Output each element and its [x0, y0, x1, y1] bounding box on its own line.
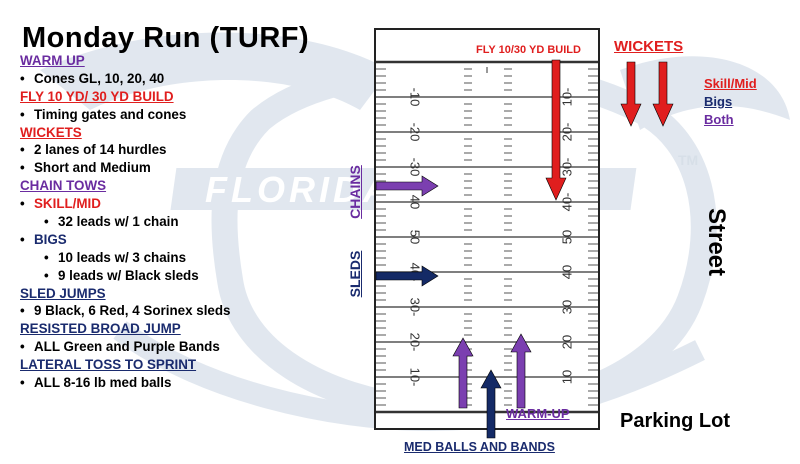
wickets-label: WICKETS: [614, 38, 684, 55]
yard-number-left: -20: [408, 123, 423, 142]
warmup-arrow-right: [510, 333, 532, 409]
warmup-label: WARM-UP: [506, 406, 570, 421]
yard-number-right: 40-: [559, 193, 574, 212]
yard-number-left: 30-: [408, 298, 423, 317]
plan-item: • 9 Black, 6 Red, 4 Sorinex sleds: [20, 302, 360, 320]
plan-item: • 2 lanes of 14 hurdles: [20, 141, 360, 159]
plan-item: • 10 leads w/ 3 chains: [20, 249, 360, 267]
workout-plan-list: WARM UP • Cones GL, 10, 20, 40 FLY 10 YD/ 3…: [20, 52, 360, 392]
yard-number-right: 10: [559, 370, 574, 384]
yard-number-left: 10-: [408, 368, 423, 387]
bullet-icon: •: [20, 339, 25, 355]
plan-heading: CHAIN TOWS: [20, 177, 360, 195]
bullet-icon: •: [20, 303, 25, 319]
plan-text: SLED JUMPS: [20, 285, 106, 301]
yard-number-right: 50: [559, 230, 574, 244]
plan-item: • ALL Green and Purple Bands: [20, 338, 360, 356]
plan-item: • 9 leads w/ Black sleds: [20, 267, 360, 285]
fly-label: FLY 10/30 YD BUILD: [476, 44, 581, 56]
bullet-icon: •: [20, 70, 25, 86]
chains-arrow: [375, 175, 439, 197]
page-title: Monday Run (TURF): [22, 22, 310, 54]
plan-text: FLY 10 YD/ 30 YD BUILD: [20, 88, 174, 104]
bullet-icon: •: [44, 267, 49, 283]
plan-text: CHAIN TOWS: [20, 178, 107, 194]
med-balls-label: MED BALLS AND BANDS: [404, 440, 555, 454]
plan-heading: RESISTED BROAD JUMP: [20, 320, 360, 338]
yard-number-right: 30-: [559, 158, 574, 177]
yard-number-right: 40: [559, 265, 574, 279]
med-balls-arrow: [480, 369, 502, 439]
yard-number-right: 20: [559, 335, 574, 349]
fly-arrow: [545, 59, 567, 201]
plan-heading: WARM UP: [20, 52, 360, 70]
bullet-icon: •: [20, 106, 25, 122]
plan-item: • 32 leads w/ 1 chain: [20, 213, 360, 231]
plan-item: • BIGS: [20, 231, 360, 249]
plan-text: LATERAL TOSS TO SPRINT: [20, 357, 197, 373]
field-border: [374, 28, 600, 430]
bullet-icon: •: [20, 160, 25, 176]
svg-text:FLORIDA: FLORIDA: [205, 169, 393, 210]
plan-text: Short and Medium: [34, 160, 151, 176]
warmup-arrow-left: [452, 337, 474, 409]
sleds-arrow: [375, 265, 439, 287]
plan-text: 9 leads w/ Black sleds: [58, 267, 199, 283]
plan-text: Cones GL, 10, 20, 40: [34, 70, 165, 86]
bullet-icon: •: [20, 231, 25, 247]
yard-number-left: -10: [408, 88, 423, 107]
bullet-icon: •: [20, 142, 25, 158]
legend-bigs: Bigs: [704, 94, 733, 109]
plan-text: SKILL/MID: [34, 196, 101, 212]
plan-text: WICKETS: [20, 124, 82, 140]
bullet-icon: •: [44, 214, 49, 230]
plan-text: 2 lanes of 14 hurdles: [34, 142, 167, 158]
plan-text: RESISTED BROAD JUMP: [20, 321, 181, 337]
bullet-icon: •: [20, 375, 25, 391]
legend-both: Both: [704, 112, 734, 127]
yard-number-left: -30: [408, 158, 423, 177]
football-field: -10-20-30405040-30-20-10-10-20-30-40-504…: [374, 28, 600, 430]
bullet-icon: •: [20, 196, 25, 212]
svg-text:TM: TM: [678, 152, 698, 168]
plan-item: • ALL 8-16 lb med balls: [20, 374, 360, 392]
plan-text: ALL Green and Purple Bands: [34, 339, 220, 355]
plan-text: BIGS: [34, 231, 67, 247]
plan-heading: FLY 10 YD/ 30 YD BUILD: [20, 88, 360, 106]
plan-text: Timing gates and cones: [34, 106, 187, 122]
yard-number-right: 20-: [559, 123, 574, 142]
yard-number-left: 20-: [408, 333, 423, 352]
plan-text: 9 Black, 6 Red, 4 Sorinex sleds: [34, 303, 231, 319]
parking-lot-label: Parking Lot: [620, 410, 731, 432]
plan-text: 32 leads w/ 1 chain: [58, 214, 179, 230]
plan-text: 10 leads w/ 3 chains: [58, 249, 187, 265]
plan-item: • Timing gates and cones: [20, 106, 360, 124]
legend-skill-mid: Skill/Mid: [704, 76, 757, 91]
yard-number-right: 10-: [559, 88, 574, 107]
plan-item: • Cones GL, 10, 20, 40: [20, 70, 360, 88]
yard-number-left: 50: [408, 230, 423, 244]
plan-heading: SLED JUMPS: [20, 285, 360, 303]
plan-heading: LATERAL TOSS TO SPRINT: [20, 356, 360, 374]
yard-number-left: 40: [408, 195, 423, 209]
wicket-arrow-left: [620, 61, 642, 127]
plan-heading: WICKETS: [20, 124, 360, 142]
plan-item: • Short and Medium: [20, 159, 360, 177]
plan-item: • SKILL/MID: [20, 195, 360, 213]
yard-number-right: 30: [559, 300, 574, 314]
wicket-arrow-right: [652, 61, 674, 127]
plan-text: WARM UP: [20, 53, 85, 68]
plan-text: ALL 8-16 lb med balls: [34, 375, 172, 391]
bullet-icon: •: [44, 249, 49, 265]
